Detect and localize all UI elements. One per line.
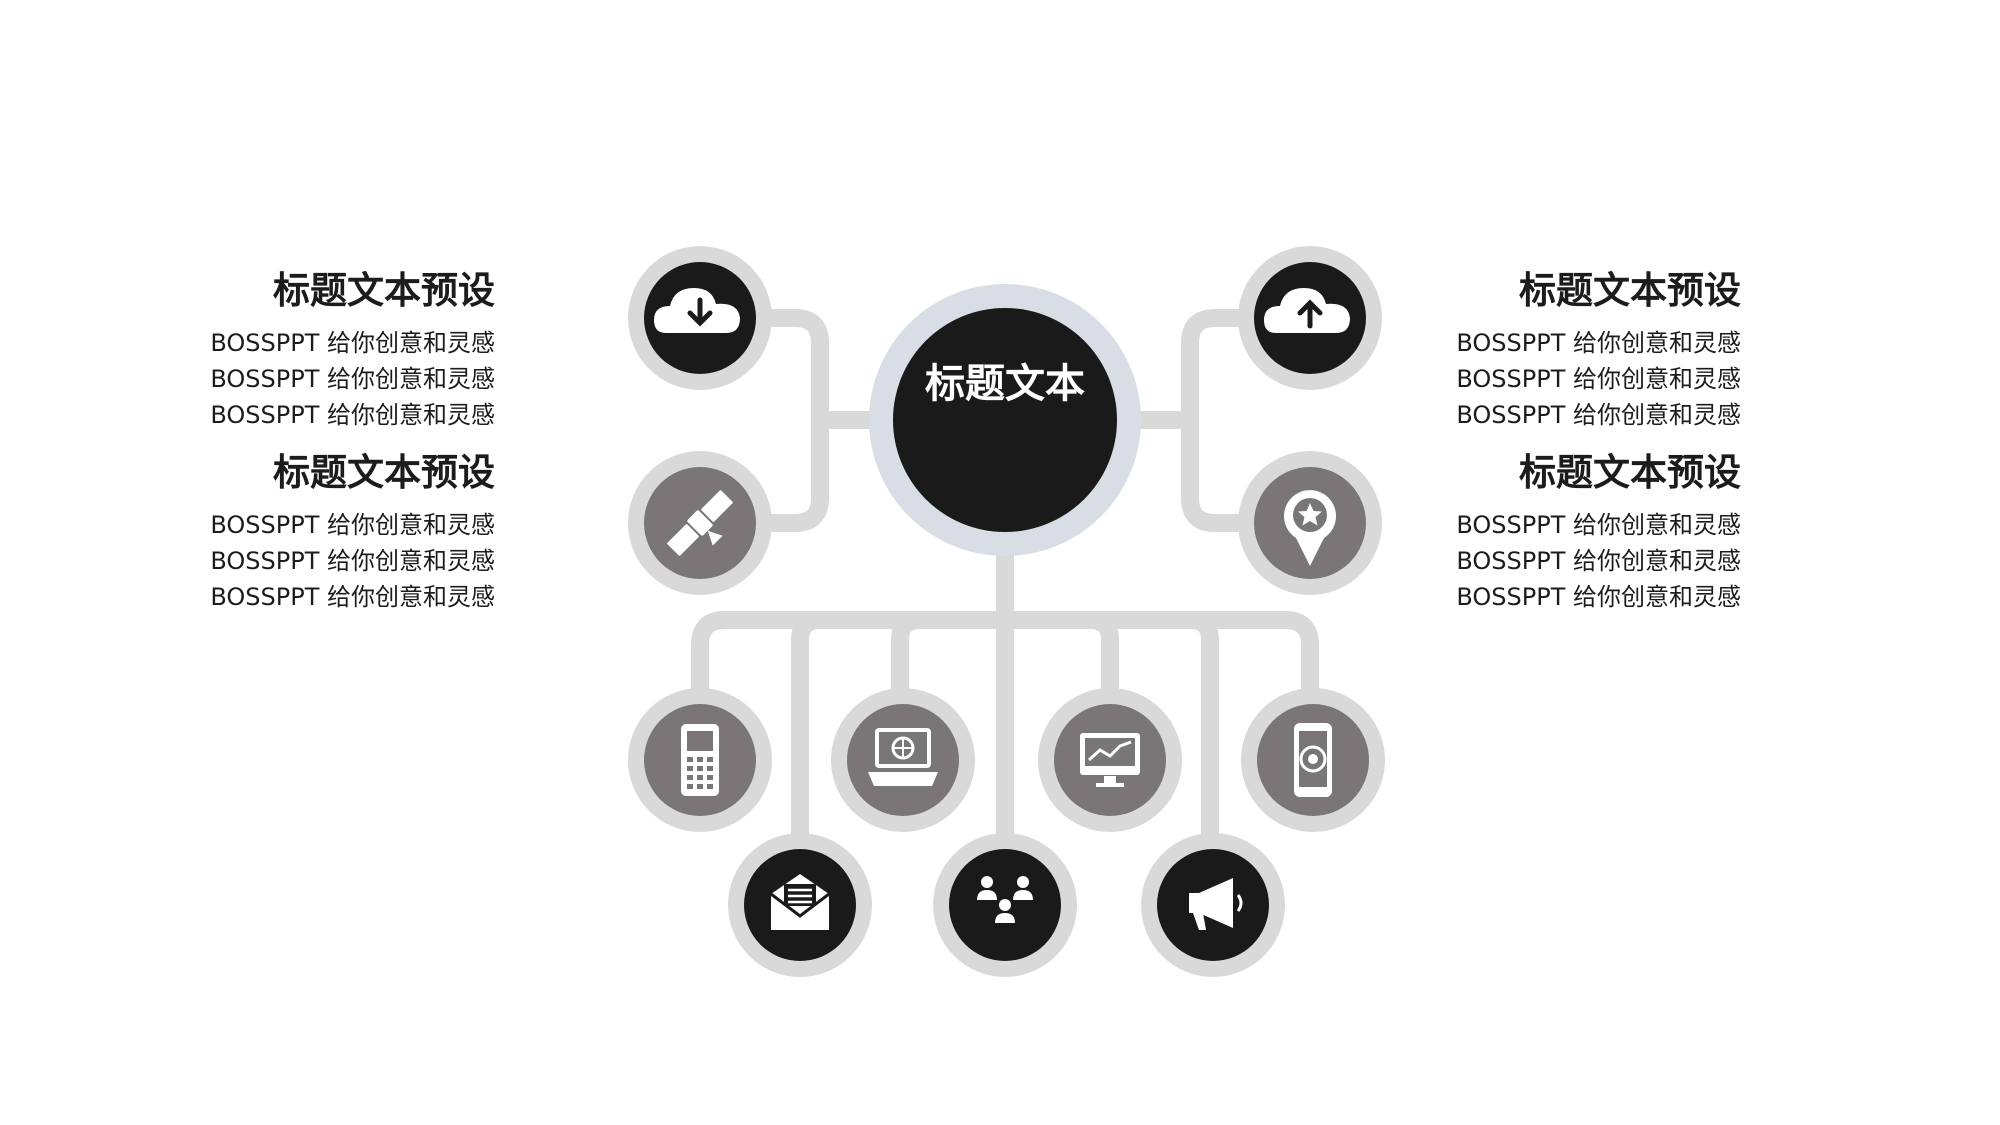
center-title: 标题文本 — [925, 361, 1085, 407]
block-line: BOSSPPT 给你创意和灵感 — [1456, 547, 1741, 575]
connector-drop-envelope — [791, 611, 829, 859]
right-text-block-1: 标题文本预设 BOSSPPT 给你创意和灵感 BOSSPPT 给你创意和灵感 B… — [1341, 267, 1741, 433]
block-line: BOSSPPT 给你创意和灵感 — [1456, 329, 1741, 357]
left-text-block-2: 标题文本预设 BOSSPPT 给你创意和灵感 BOSSPPT 给你创意和灵感 B… — [95, 449, 495, 615]
block-line: BOSSPPT 给你创意和灵感 — [1456, 583, 1741, 611]
node-users-group — [949, 849, 1061, 961]
monitor-chart-icon — [1080, 733, 1140, 787]
node-megaphone — [1157, 849, 1269, 961]
satellite-icon — [667, 490, 733, 556]
center-node — [869, 284, 1141, 556]
connector-bus — [691, 611, 1319, 709]
cloud-upload-icon — [1264, 288, 1350, 333]
block-line: BOSSPPT 给你创意和灵感 — [210, 365, 495, 393]
node-cloud-upload — [1254, 262, 1366, 374]
block-line: BOSSPPT 给你创意和灵感 — [210, 583, 495, 611]
block-line: BOSSPPT 给你创意和灵感 — [1456, 401, 1741, 429]
block-line: BOSSPPT 给你创意和灵感 — [210, 547, 495, 575]
node-mobile-phone — [644, 704, 756, 816]
block-title: 标题文本预设 — [273, 451, 495, 494]
envelope-icon — [770, 874, 830, 930]
laptop-icon — [868, 728, 938, 786]
node-cloud-download — [644, 262, 756, 374]
node-location-pin — [1254, 467, 1366, 579]
location-pin-star-icon — [1284, 490, 1337, 566]
node-envelope — [744, 849, 856, 961]
connector-drop-laptop — [891, 611, 929, 709]
connector-drop-megaphone — [1181, 611, 1219, 859]
connector-lines — [691, 309, 1319, 974]
node-satellite — [644, 467, 756, 579]
block-title: 标题文本预设 — [1519, 269, 1741, 312]
node-monitor-chart — [1054, 704, 1166, 816]
block-line: BOSSPPT 给你创意和灵感 — [210, 329, 495, 357]
right-text-block-2: 标题文本预设 BOSSPPT 给你创意和灵感 BOSSPPT 给你创意和灵感 B… — [1341, 449, 1741, 615]
connector-drop-monitor — [1081, 611, 1119, 709]
left-text-block-1: 标题文本预设 BOSSPPT 给你创意和灵感 BOSSPPT 给你创意和灵感 B… — [95, 267, 495, 433]
node-laptop — [847, 704, 959, 816]
block-line: BOSSPPT 给你创意和灵感 — [1456, 511, 1741, 539]
block-line: BOSSPPT 给你创意和灵感 — [1456, 365, 1741, 393]
block-title: 标题文本预设 — [273, 269, 495, 312]
cloud-download-icon — [654, 288, 740, 333]
smartphone-target-icon — [1294, 723, 1332, 797]
mobile-phone-icon — [681, 724, 719, 796]
node-smartphone-target — [1257, 704, 1369, 816]
block-line: BOSSPPT 给你创意和灵感 — [210, 401, 495, 429]
megaphone-icon — [1189, 878, 1243, 930]
users-group-icon — [977, 876, 1033, 923]
block-title: 标题文本预设 — [1519, 451, 1741, 494]
block-line: BOSSPPT 给你创意和灵感 — [210, 511, 495, 539]
